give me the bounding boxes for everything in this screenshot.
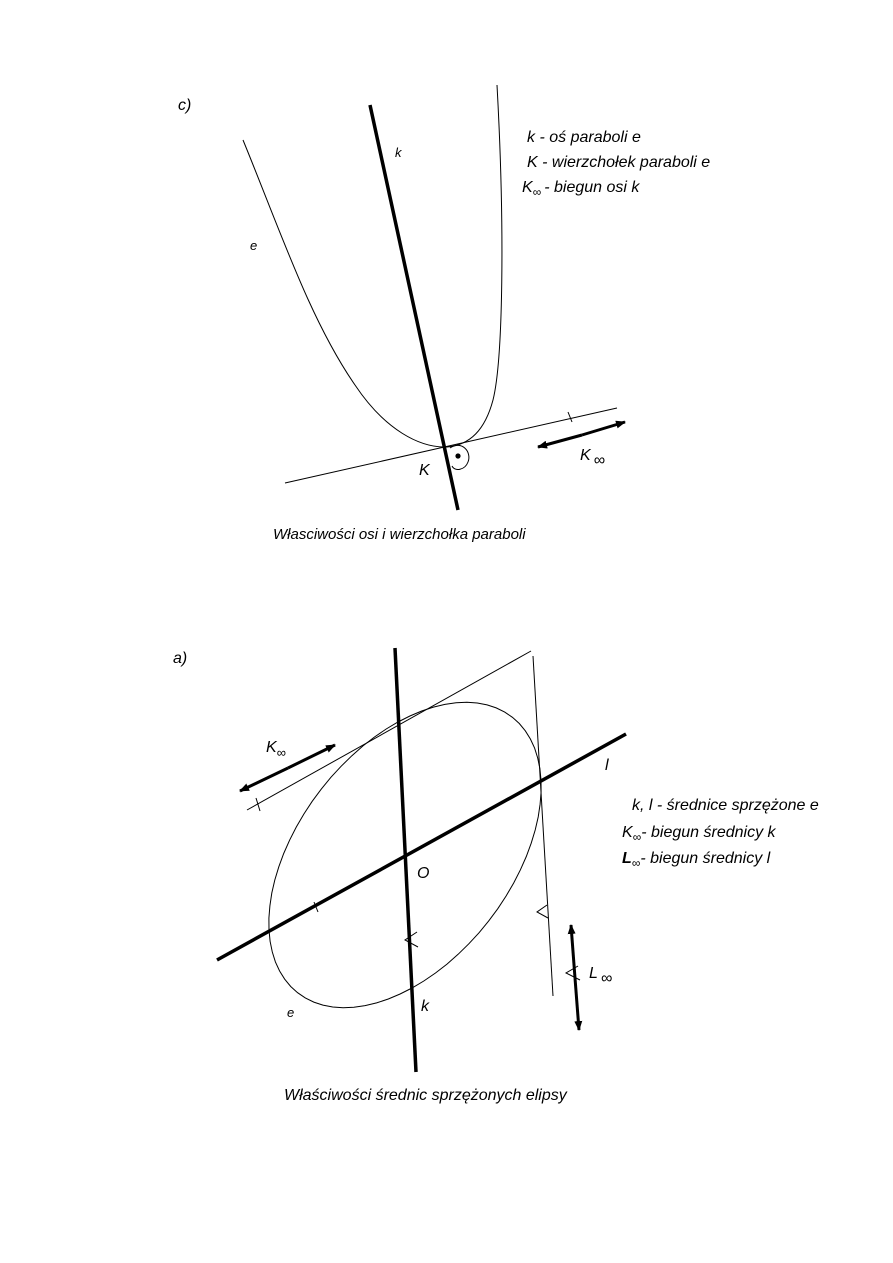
caption-a: Właściwości średnic sprzężonych elipsy xyxy=(284,1087,568,1104)
legend-item: L∞- biegun średnicy l xyxy=(622,850,771,870)
curve-label-e: e xyxy=(250,238,257,253)
tick-mark xyxy=(255,797,261,812)
legend-item: K - wierzchołek paraboli e xyxy=(527,154,710,171)
panel-label-c: c) xyxy=(178,97,191,114)
diameter-l xyxy=(216,732,627,962)
vertex-label-K: K xyxy=(419,462,431,479)
diameter-k xyxy=(393,647,418,1073)
right-angle-dot xyxy=(455,453,461,459)
pole-arrow-k xyxy=(287,743,336,770)
parallel-mark xyxy=(404,931,419,948)
vertex-tangent xyxy=(284,407,618,484)
panel-label-a: a) xyxy=(173,650,187,667)
legend-item: K∞- biegun osi k xyxy=(522,179,640,199)
tangent-right xyxy=(532,655,554,997)
center-label-O: O xyxy=(417,865,429,882)
pole-label-L: L∞ xyxy=(589,965,612,987)
tangent-top xyxy=(246,650,532,811)
legend-item: K∞- biegun średnicy k xyxy=(622,824,777,844)
pole-label-K: K∞ xyxy=(580,447,605,469)
parallel-mark xyxy=(536,904,549,919)
pole-arrow-l xyxy=(567,924,577,979)
legend-c: k - oś paraboli e K - wierzchołek parabo… xyxy=(522,129,710,199)
tick-mark xyxy=(567,411,573,423)
curve-label-e: e xyxy=(287,1005,294,1020)
axis-label-k: k xyxy=(395,145,403,160)
caption-c: Własciwości osi i wierzchołka paraboli xyxy=(273,526,526,543)
right-angle-mark xyxy=(449,444,470,470)
figure-c-parabola: c) k e K K∞ k - oś paraboli e K - wierzc… xyxy=(178,84,710,543)
parabola-axis-k xyxy=(368,104,460,511)
parabola-curve xyxy=(242,84,503,448)
tick-mark xyxy=(313,901,319,913)
pole-arrow-k xyxy=(581,420,626,437)
axis-label-l: l xyxy=(605,757,609,774)
axis-label-k: k xyxy=(421,998,430,1015)
pole-label-K: K∞ xyxy=(266,739,286,760)
legend-a: k, l - średnice sprzężone e K∞- biegun ś… xyxy=(622,797,819,870)
figure-a-ellipse: a) K∞ L∞ O k l e k, l - średnice sprzężo… xyxy=(173,647,819,1104)
legend-item: k, l - średnice sprzężone e xyxy=(632,797,819,814)
legend-item: k - oś paraboli e xyxy=(527,129,641,146)
